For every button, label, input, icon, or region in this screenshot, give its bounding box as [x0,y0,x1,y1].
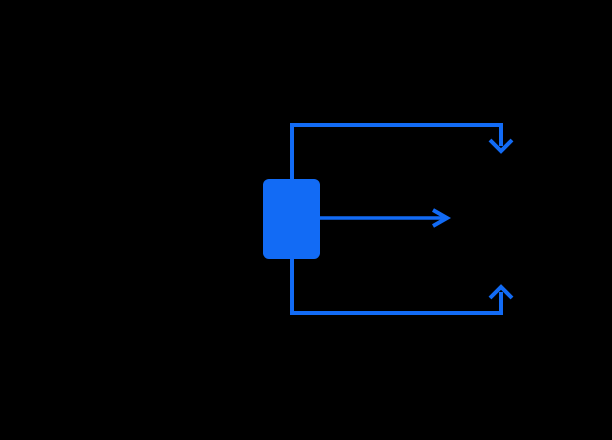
arrow-right-icon [432,208,452,228]
middle-connector [320,208,452,228]
top-loop-line [290,123,503,179]
top-loop-connector [290,123,514,179]
arrow-up-icon [488,284,514,300]
arrow-down-icon [488,138,514,154]
process-node [263,179,320,259]
bottom-loop-connector [290,259,514,315]
bottom-loop-line [290,259,503,315]
